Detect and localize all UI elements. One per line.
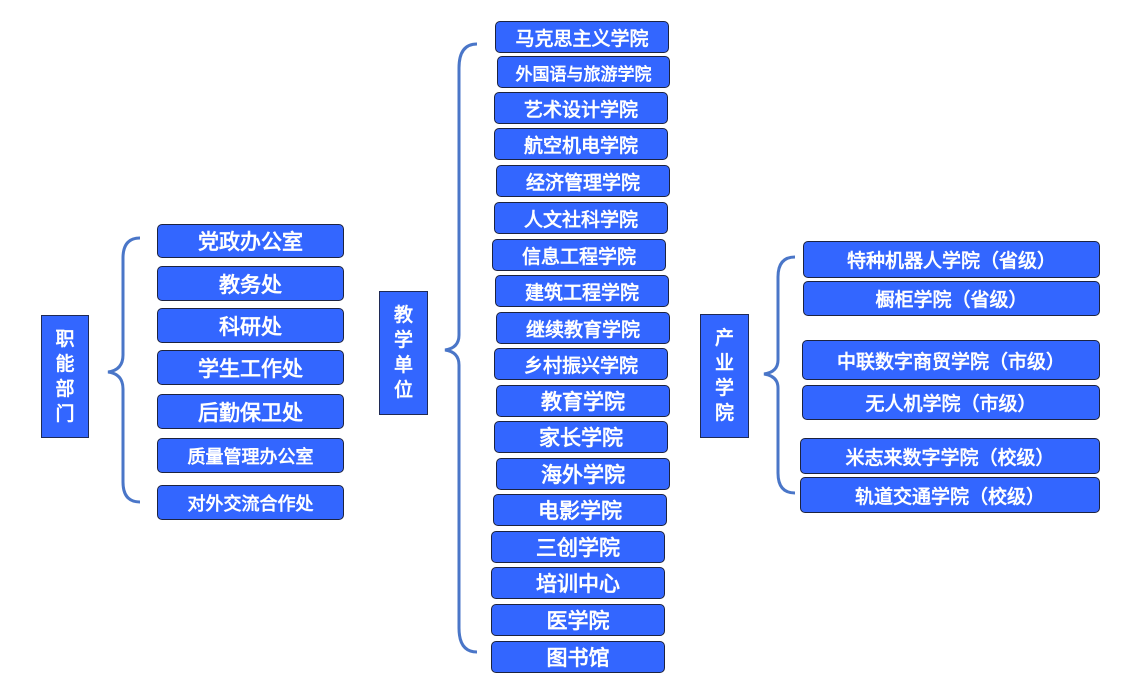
label-char: 部: [55, 377, 75, 400]
teaching-item: 继续教育学院: [496, 312, 670, 344]
label-char: 能: [55, 352, 75, 375]
teaching-item: 人文社科学院: [494, 202, 668, 234]
functional-item: 党政办公室: [157, 224, 344, 258]
industry-brace: [763, 255, 796, 495]
industry-item: 特种机器人学院（省级）: [803, 241, 1100, 278]
teaching-item: 图书馆: [491, 641, 665, 673]
teaching-item: 海外学院: [496, 458, 670, 490]
label-char: 学: [393, 329, 413, 351]
label-char: 单: [393, 354, 413, 376]
industry-item: 米志来数字学院（校级）: [800, 438, 1100, 474]
functional-item: 科研处: [157, 308, 344, 343]
teaching-units-label: 教 学 单 位: [379, 291, 428, 415]
teaching-item: 医学院: [491, 604, 665, 636]
industry-item: 轨道交通学院（校级）: [800, 477, 1100, 513]
teaching-item: 经济管理学院: [496, 165, 670, 197]
teaching-item: 马克思主义学院: [495, 21, 669, 53]
functional-item: 后勤保卫处: [157, 394, 344, 429]
teaching-item: 外国语与旅游学院: [497, 56, 670, 88]
industry-colleges-label: 产 业 学 院: [700, 314, 749, 438]
industry-item: 橱柜学院（省级）: [803, 281, 1100, 316]
label-char: 职: [55, 327, 75, 350]
label-char: 院: [714, 402, 734, 424]
label-char: 教: [393, 304, 413, 326]
functional-brace: [107, 236, 141, 504]
teaching-item: 艺术设计学院: [494, 92, 668, 124]
label-char: 门: [55, 402, 75, 425]
label-char: 学: [714, 377, 734, 399]
functional-item: 质量管理办公室: [157, 438, 344, 473]
label-char: 位: [393, 379, 413, 401]
teaching-item: 三创学院: [491, 531, 665, 563]
teaching-item: 培训中心: [491, 567, 665, 599]
industry-item: 无人机学院（市级）: [802, 385, 1100, 420]
industry-item: 中联数字商贸学院（市级）: [802, 340, 1100, 380]
teaching-item: 电影学院: [493, 494, 667, 526]
functional-item: 对外交流合作处: [157, 485, 344, 520]
teaching-item: 建筑工程学院: [495, 275, 669, 307]
teaching-brace: [444, 42, 478, 654]
teaching-item: 航空机电学院: [494, 128, 668, 160]
teaching-item: 教育学院: [496, 385, 670, 417]
functional-item: 教务处: [157, 266, 344, 301]
functional-item: 学生工作处: [157, 350, 344, 385]
teaching-item: 乡村振兴学院: [494, 348, 668, 380]
label-char: 产: [714, 327, 734, 349]
label-char: 业: [714, 352, 734, 374]
teaching-item: 信息工程学院: [492, 239, 666, 271]
functional-departments-label: 职 能 部 门: [41, 315, 89, 438]
teaching-item: 家长学院: [494, 421, 668, 453]
